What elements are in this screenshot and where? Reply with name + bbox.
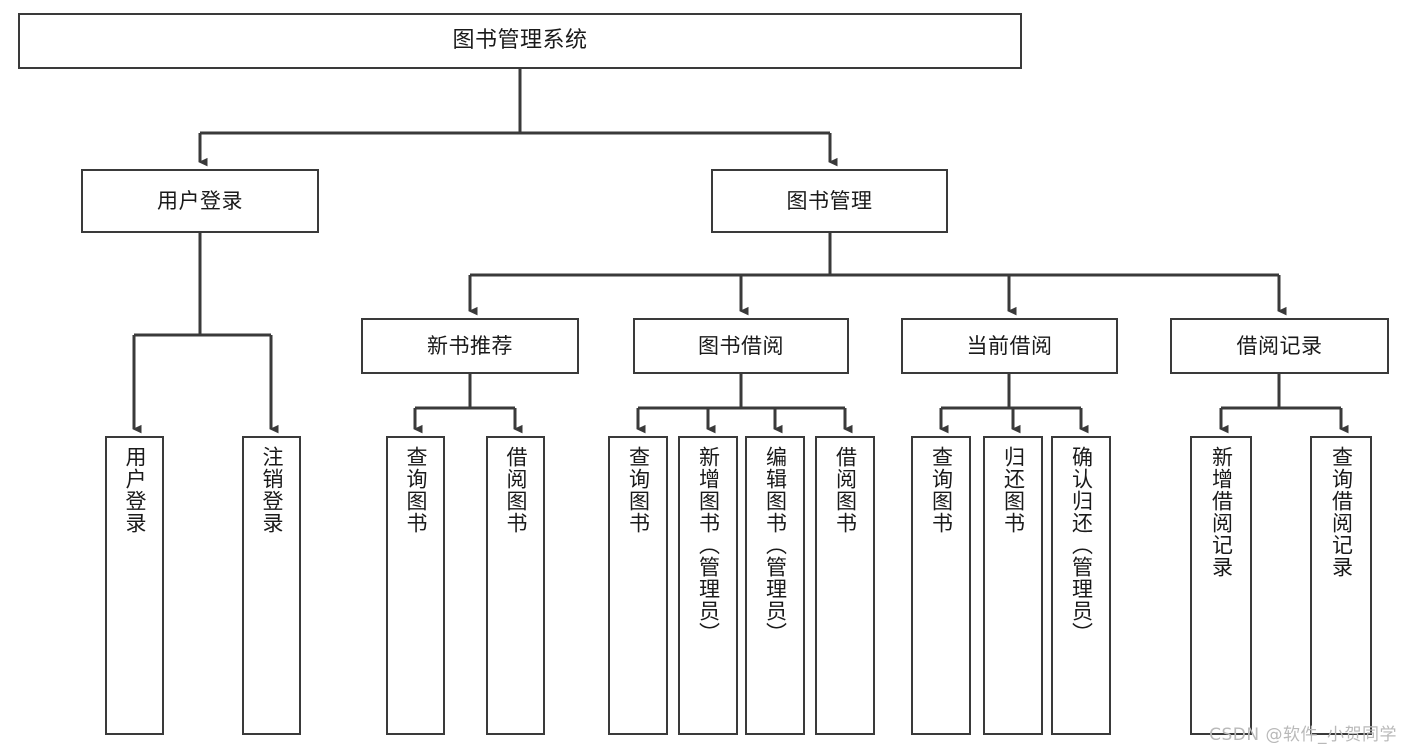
leaf-add-book-admin[interactable]: 新增图书（管理员） [678, 436, 738, 735]
node-label: 借阅图书 [503, 446, 528, 534]
node-user-login[interactable]: 用户登录 [81, 169, 319, 233]
node-borrow-record[interactable]: 借阅记录 [1170, 318, 1389, 374]
node-new-book-recommend[interactable]: 新书推荐 [361, 318, 579, 374]
watermark-text: CSDN @软件_小贺同学 [1209, 725, 1397, 745]
leaf-user-login[interactable]: 用户登录 [105, 436, 164, 735]
node-label: 新书推荐 [427, 333, 513, 358]
node-label: 图书管理 [786, 188, 873, 213]
node-label: 用户登录 [122, 446, 147, 534]
node-label: 当前借阅 [966, 333, 1053, 358]
node-label: 查询图书 [403, 446, 428, 534]
node-label: 归还图书 [1001, 446, 1026, 534]
leaf-query-book-recommend[interactable]: 查询图书 [386, 436, 445, 735]
leaf-logout[interactable]: 注销登录 [242, 436, 301, 735]
node-label: 确认归还（管理员） [1069, 446, 1094, 644]
leaf-confirm-return-admin[interactable]: 确认归还（管理员） [1051, 436, 1111, 735]
leaf-borrow-book-recommend[interactable]: 借阅图书 [486, 436, 545, 735]
node-book-borrow[interactable]: 图书借阅 [633, 318, 849, 374]
leaf-query-book[interactable]: 查询图书 [608, 436, 668, 735]
node-label: 图书借阅 [698, 333, 784, 358]
node-label: 注销登录 [259, 446, 284, 534]
node-label: 新增借阅记录 [1209, 446, 1234, 578]
node-label: 图书管理系统 [452, 28, 588, 54]
node-label: 查询借阅记录 [1329, 446, 1354, 578]
leaf-add-borrow-record[interactable]: 新增借阅记录 [1190, 436, 1252, 735]
node-label: 用户登录 [157, 188, 243, 213]
leaf-query-borrow-record[interactable]: 查询借阅记录 [1310, 436, 1372, 735]
node-label: 借阅记录 [1236, 333, 1323, 358]
leaf-query-book-current[interactable]: 查询图书 [911, 436, 971, 735]
node-label: 编辑图书（管理员） [763, 446, 788, 644]
leaf-return-book[interactable]: 归还图书 [983, 436, 1043, 735]
leaf-edit-book-admin[interactable]: 编辑图书（管理员） [745, 436, 805, 735]
node-book-management[interactable]: 图书管理 [711, 169, 948, 233]
node-label: 新增图书（管理员） [696, 446, 721, 644]
node-label: 查询图书 [626, 446, 651, 534]
node-root-system[interactable]: 图书管理系统 [18, 13, 1022, 69]
node-label: 借阅图书 [833, 446, 858, 534]
node-current-borrow[interactable]: 当前借阅 [901, 318, 1118, 374]
leaf-borrow-book[interactable]: 借阅图书 [815, 436, 875, 735]
node-label: 查询图书 [929, 446, 954, 534]
